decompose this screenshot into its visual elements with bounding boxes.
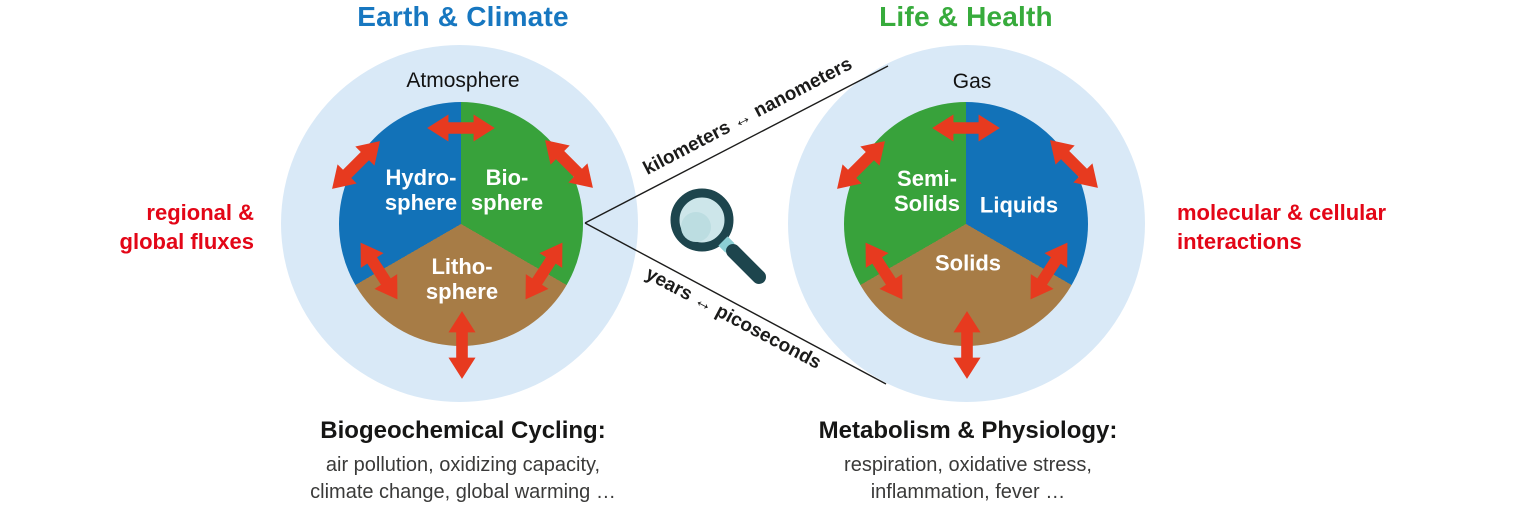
exchange-arrow-icon: [525, 242, 563, 300]
molecular-interactions-label: molecular & cellular interactions: [1177, 200, 1387, 254]
metabolism-caption-body: respiration, oxidative stress, inflammat…: [844, 454, 1092, 503]
life-health-title: Life & Health: [879, 1, 1053, 32]
exchange-arrow-icon: [545, 140, 593, 188]
biogeochemical-caption-body: air pollution, oxidizing capacity, clima…: [310, 454, 616, 503]
liquids-label: Liquids: [979, 192, 1059, 218]
hydrosphere-label: Hydro- sphere: [384, 165, 458, 215]
biosphere-label: Bio- sphere: [470, 165, 544, 215]
solids-label: Solids: [934, 250, 1002, 276]
earth-phases-pie: [339, 102, 583, 346]
exchange-arrow-icon: [953, 311, 981, 379]
earth-climate-title: Earth & Climate: [357, 1, 569, 32]
exchange-arrow-icon: [427, 114, 495, 142]
exchange-arrow-icon: [932, 114, 1000, 142]
exchange-arrow-icon: [332, 141, 380, 189]
biogeochemical-caption-title: Biogeochemical Cycling:: [320, 417, 606, 444]
exchange-arrow-icon: [360, 242, 398, 300]
magnifier-icon: [670, 188, 766, 284]
exchange-arrow-icon: [1050, 140, 1098, 188]
atmosphere-label: Atmosphere: [406, 69, 520, 92]
semi-solids-label: Semi- Solids: [893, 166, 961, 216]
exchange-arrow-icon: [448, 311, 476, 379]
biogeochemical-caption: Biogeochemical Cycling: air pollution, o…: [310, 417, 616, 506]
exchange-arrow-icon: [1030, 242, 1068, 300]
gas-label: Gas: [952, 70, 992, 93]
lithosphere-label: Litho- sphere: [425, 254, 499, 304]
regional-fluxes-label: regional & global fluxes: [119, 200, 254, 254]
metabolism-caption-title: Metabolism & Physiology:: [818, 417, 1118, 444]
metabolism-caption: Metabolism & Physiology: respiration, ox…: [819, 417, 1118, 506]
